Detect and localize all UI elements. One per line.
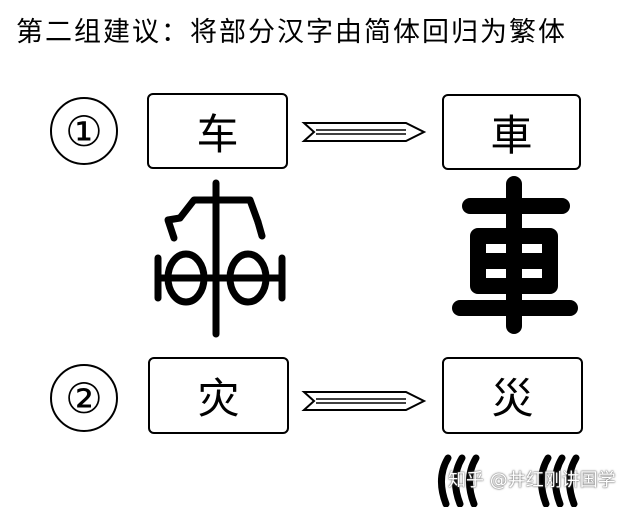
traditional-char-box-2: 災: [442, 357, 583, 434]
group-number-1: ①: [50, 97, 118, 165]
arrow-right-icon: [302, 390, 426, 412]
simplified-char-box-2: 灾: [148, 357, 289, 434]
group-number-2: ②: [50, 364, 118, 432]
watermark: 知乎 @井红刚讲国学: [448, 466, 616, 492]
ancient-chariot-glyph-icon: [150, 178, 290, 338]
simplified-char-box-1: 车: [147, 93, 288, 169]
traditional-char-box-1: 車: [442, 94, 581, 170]
arrow-right-icon: [302, 121, 426, 143]
page-title: 第二组建议：将部分汉字由简体回归为繁体: [16, 10, 567, 49]
seal-script-chariot-glyph-icon: [450, 176, 580, 334]
